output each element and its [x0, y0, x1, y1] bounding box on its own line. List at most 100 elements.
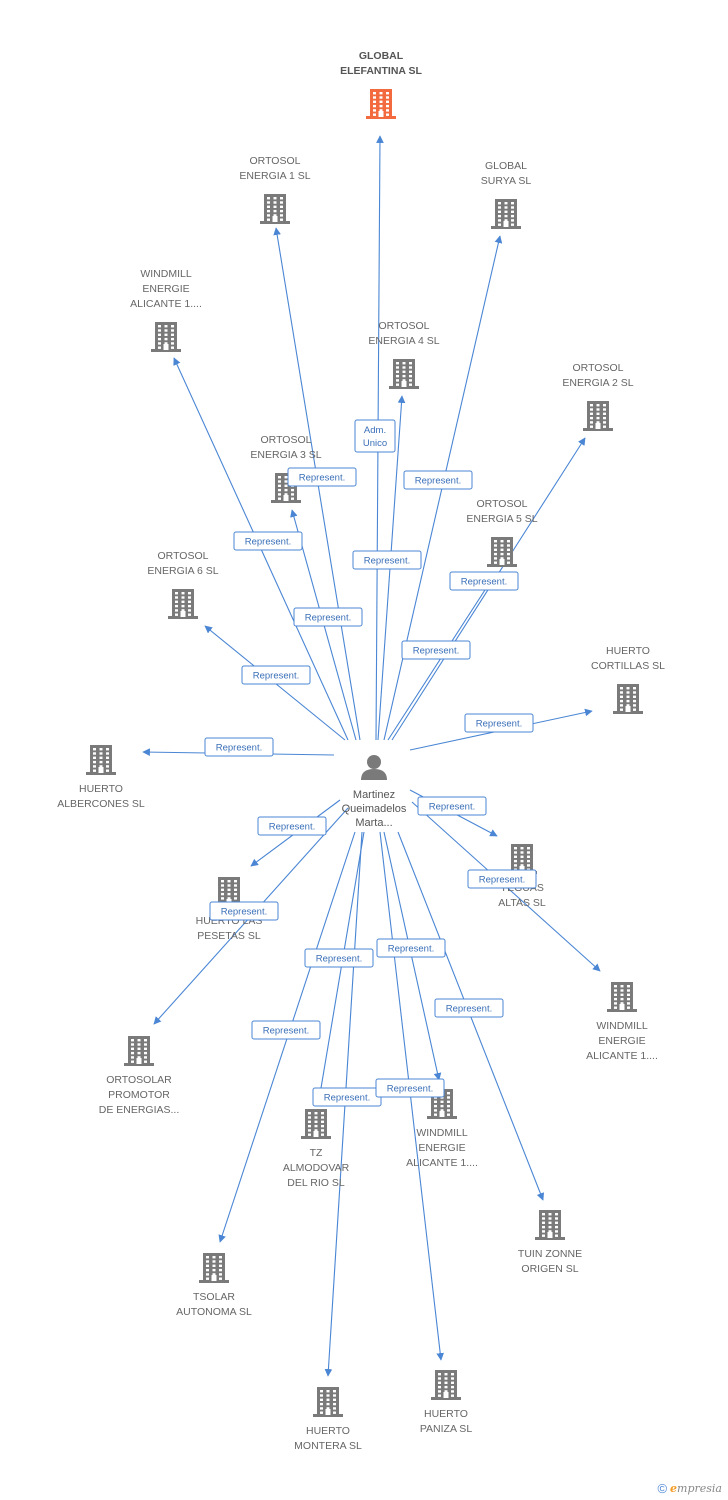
edge-label-text: Represent.: [429, 802, 475, 813]
edge-label-huerto-montera[interactable]: Represent.: [312, 1087, 382, 1107]
edge-label-ortosolar-promotor[interactable]: Represent.: [209, 901, 279, 921]
footer-brand[interactable]: © empresia: [657, 1481, 722, 1496]
company-label: ORTOSOL: [477, 498, 528, 510]
edge-label-windmill-alicante-b[interactable]: Represent.: [467, 869, 537, 889]
edge-label-text: Represent.: [299, 473, 345, 484]
company-node-huerto-paniza[interactable]: HUERTO PANIZA SL: [420, 1370, 472, 1435]
company-label: CORTILLAS SL: [591, 660, 665, 672]
edge-label-ortosol-6[interactable]: Represent.: [241, 665, 311, 685]
edge-label-text: Represent.: [305, 613, 351, 624]
edge-label-text: Represent.: [221, 907, 267, 918]
copyright-icon: ©: [657, 1481, 668, 1496]
company-label: ELEFANTINA SL: [340, 65, 422, 77]
company-label: ORTOSOL: [261, 434, 312, 446]
company-label: PANIZA SL: [420, 1423, 472, 1435]
company-label: ENERGIA 1 SL: [239, 170, 310, 182]
edge-label-box: [354, 419, 396, 453]
edge-label-text: Represent.: [216, 743, 262, 754]
edge-label-ortosol-1[interactable]: Represent.: [287, 467, 357, 487]
building-icon: [535, 1210, 565, 1240]
edge-label-windmill-alicante-c[interactable]: Represent.: [376, 938, 446, 958]
edge-label-ortosol-2[interactable]: Represent.: [449, 571, 519, 591]
edge-label-box: [233, 531, 303, 551]
edge-label-tz-almodovar[interactable]: Represent.: [304, 948, 374, 968]
edge-label-global-elefantina[interactable]: Adm.Unico: [354, 419, 396, 453]
company-label: SURYA SL: [481, 175, 532, 187]
company-label: ENERGIA 5 SL: [466, 513, 537, 525]
edge-label-text: Represent.: [415, 476, 461, 487]
edge-label-tsolar-autonoma[interactable]: Represent.: [251, 1020, 321, 1040]
edge-label-text: Represent.: [364, 556, 410, 567]
building-icon: [583, 401, 613, 431]
company-label: ORTOSOL: [158, 550, 209, 562]
edge-label-text: Represent.: [387, 1084, 433, 1095]
edge-label-windmill-alicante-a[interactable]: Represent.: [233, 531, 303, 551]
company-label: HUERTO: [306, 1425, 350, 1437]
edge-label-box: [304, 948, 374, 968]
company-label: ALICANTE 1....: [406, 1157, 478, 1169]
edge-label-ortosol-3[interactable]: Represent.: [293, 607, 363, 627]
edge-label-huerto-cortillas[interactable]: Represent.: [464, 713, 534, 733]
building-icon: [491, 199, 521, 229]
company-label: AUTONOMA SL: [176, 1306, 252, 1318]
edge-label-ortosol-4[interactable]: Represent.: [352, 550, 422, 570]
company-label: ALBERCONES SL: [57, 798, 145, 810]
company-label: ORTOSOL: [250, 155, 301, 167]
company-label: HUERTO: [424, 1408, 468, 1420]
edge-label-global-surya[interactable]: Represent.: [403, 470, 473, 490]
edge-label-text: Represent.: [413, 646, 459, 657]
company-node-ortosol-5[interactable]: ORTOSOL ENERGIA 5 SL: [466, 498, 538, 567]
edge-label-text: Represent.: [316, 954, 362, 965]
edge-label-box: [293, 607, 363, 627]
company-label: ENERGIE: [142, 283, 189, 295]
edge-label-text: Adm.: [364, 425, 386, 436]
edge-label-huerto-albercones[interactable]: Represent.: [204, 737, 274, 757]
building-icon: [86, 745, 116, 775]
edge-label-box: [352, 550, 422, 570]
person-icon: [361, 755, 387, 780]
edge-label-box: [375, 1078, 445, 1098]
company-node-huerto-montera[interactable]: HUERTO MONTERA SL: [294, 1387, 362, 1452]
company-label: ORTOSOL: [379, 320, 430, 332]
company-label: ENERGIA 6 SL: [147, 565, 218, 577]
building-icon: [487, 537, 517, 567]
company-node-ortosol-6[interactable]: ORTOSOL ENERGIA 6 SL: [147, 550, 219, 619]
company-label: DE ENERGIAS...: [99, 1104, 180, 1116]
company-node-ortosol-1[interactable]: ORTOSOL ENERGIA 1 SL: [239, 155, 311, 224]
brand-logo[interactable]: empresia: [670, 1482, 722, 1495]
company-label: TUIN ZONNE: [518, 1248, 582, 1260]
company-label: MONTERA SL: [294, 1440, 362, 1452]
edge-label-box: [467, 869, 537, 889]
edge-label-huerto-las-pesetas[interactable]: Represent.: [257, 816, 327, 836]
person-node[interactable]: MartinezQueimadelosMarta...: [342, 755, 407, 829]
building-icon: [366, 89, 396, 119]
building-icon: [151, 322, 181, 352]
person-label: Queimadelos: [342, 803, 407, 815]
edge-label-text: Represent.: [479, 875, 525, 886]
edge-label-tuin-zonne[interactable]: Represent.: [434, 998, 504, 1018]
edge-label-box: [401, 640, 471, 660]
edge-label-text: Represent.: [446, 1004, 492, 1015]
edge-label-box: [251, 1020, 321, 1040]
edge-label-box: [434, 998, 504, 1018]
building-icon: [313, 1387, 343, 1417]
edge-label-text: Represent.: [476, 719, 522, 730]
company-label: WINDMILL: [140, 268, 191, 280]
edge-label-yeguas-altas[interactable]: Represent.: [417, 796, 487, 816]
edge-label-huerto-paniza[interactable]: Represent.: [375, 1078, 445, 1098]
company-label: ORTOSOLAR: [106, 1074, 172, 1086]
edge-label-ortosol-5[interactable]: Represent.: [401, 640, 471, 660]
